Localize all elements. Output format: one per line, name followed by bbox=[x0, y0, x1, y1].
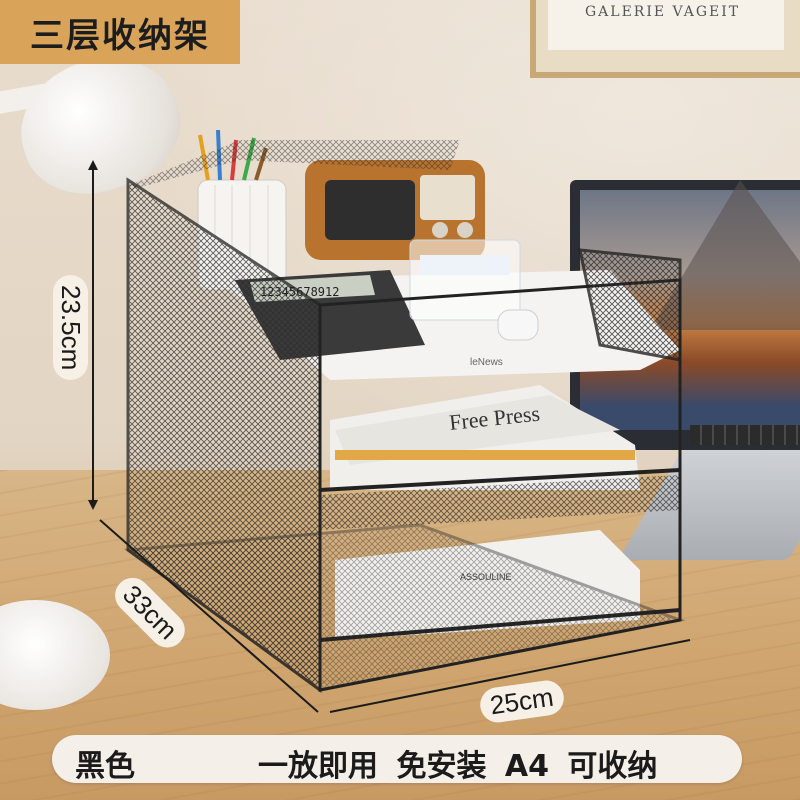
top-book-label: leNews bbox=[470, 357, 503, 368]
radio bbox=[305, 160, 485, 260]
mesh-file-rack: leNews 12345678912 Free Press bbox=[123, 130, 686, 693]
title-badge: 三层收纳架 bbox=[0, 0, 240, 64]
stationery-box bbox=[409, 239, 539, 341]
feature-bar bbox=[52, 735, 742, 783]
wall-poster bbox=[548, 0, 784, 50]
width-dimension-line bbox=[329, 639, 691, 713]
height-label: 23.5cm bbox=[53, 275, 88, 381]
features-label: 一放即用 免安装 A4 可收纳 bbox=[258, 749, 658, 784]
bottom-shelf: ASSOULINE bbox=[123, 523, 686, 692]
laptop-dock bbox=[690, 425, 800, 445]
product-title: 三层收纳架 bbox=[30, 15, 210, 56]
color-label: 黑色 bbox=[75, 749, 135, 784]
depth-dimension-line bbox=[99, 519, 319, 713]
poster-text: GALERIE VAGEIT bbox=[585, 4, 741, 20]
middle-shelf: Free Press bbox=[319, 385, 681, 530]
